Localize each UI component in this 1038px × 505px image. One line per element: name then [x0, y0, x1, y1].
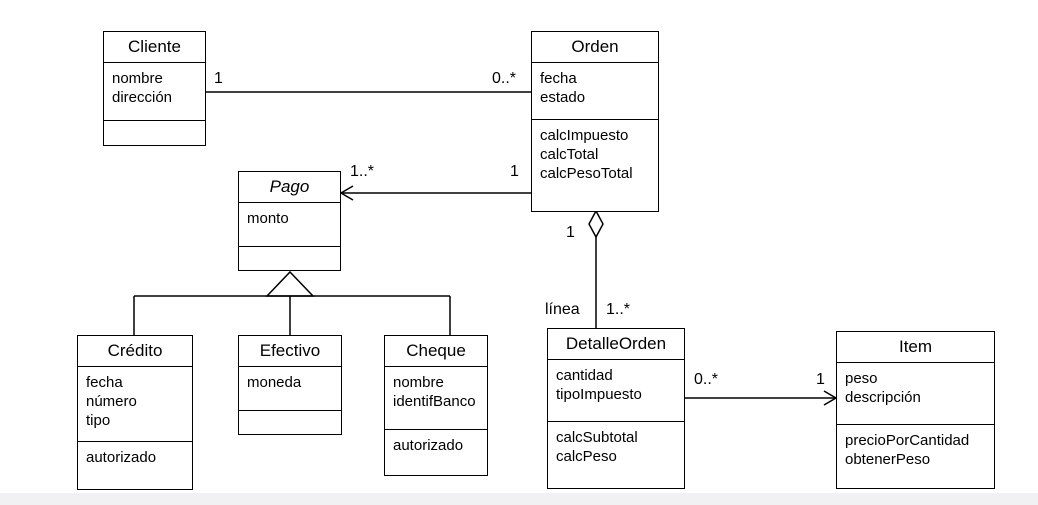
attribute: moneda: [247, 374, 302, 391]
operations-section: [239, 410, 341, 421]
multiplicity-detalle-to-item: 0..*: [694, 371, 719, 388]
multiplicity-orden-aggregate: 1: [566, 224, 575, 241]
arrowhead-pago: [339, 185, 354, 201]
class-pago: Pago monto: [238, 171, 341, 271]
class-title: Pago: [239, 172, 340, 203]
attribute: monto: [247, 210, 289, 227]
aggregation-diamond: [588, 209, 604, 239]
class-cliente: Cliente nombre dirección: [103, 31, 206, 146]
multiplicity-item: 1: [816, 371, 825, 388]
multiplicity-orden-to-pago: 1: [510, 163, 519, 180]
attribute: tipoImpuesto: [556, 386, 642, 403]
attribute: nombre: [393, 374, 444, 391]
operations-section: precioPorCantidad obtenerPeso: [837, 424, 994, 473]
operations-section: autorizado: [78, 441, 192, 471]
class-title: Cliente: [104, 32, 205, 63]
class-cheque: Cheque nombre identifBanco autorizado: [384, 335, 488, 476]
class-title: DetalleOrden: [548, 329, 684, 360]
attribute: cantidad: [556, 367, 613, 384]
class-title: Item: [837, 332, 994, 363]
multiplicity-pago: 1..*: [350, 163, 375, 180]
attribute: estado: [540, 89, 586, 106]
operations-section: calcImpuesto calcTotal calcPesoTotal: [532, 119, 658, 187]
operation: autorizado: [393, 437, 464, 454]
operations-section: [239, 246, 340, 257]
attribute: número: [86, 393, 137, 410]
multiplicity-detalle-from-orden: 1..*: [606, 301, 631, 318]
operations-section: [104, 120, 205, 131]
attributes-section: fecha estado: [532, 63, 658, 119]
class-title: Cheque: [385, 336, 487, 367]
attributes-section: nombre dirección: [104, 63, 205, 120]
multiplicity-orden-from-cliente: 0..*: [492, 70, 517, 87]
role-linea: línea: [545, 301, 580, 318]
attribute: tipo: [86, 412, 111, 429]
operation: calcSubtotal: [556, 429, 638, 446]
class-orden: Orden fecha estado calcImpuesto calcTota…: [531, 31, 659, 212]
operation: calcTotal: [540, 146, 599, 163]
attribute: identifBanco: [393, 393, 476, 410]
attributes-section: monto: [239, 203, 340, 246]
attributes-section: moneda: [239, 367, 341, 410]
operation: calcImpuesto: [540, 127, 629, 144]
attribute: nombre: [112, 70, 163, 87]
operation: calcPesoTotal: [540, 165, 633, 182]
operation: calcPeso: [556, 448, 617, 465]
operations-section: autorizado: [385, 429, 487, 459]
operation: obtenerPeso: [845, 451, 931, 468]
attributes-section: fecha número tipo: [78, 367, 192, 441]
attributes-section: cantidad tipoImpuesto: [548, 360, 684, 421]
attribute: fecha: [86, 374, 123, 391]
class-title: Efectivo: [239, 336, 341, 367]
class-efectivo: Efectivo moneda: [238, 335, 342, 435]
attribute: peso: [845, 370, 878, 387]
class-credito: Crédito fecha número tipo autorizado: [77, 335, 193, 490]
attribute: dirección: [112, 89, 173, 106]
class-title: Orden: [532, 32, 658, 63]
multiplicity-cliente: 1: [214, 70, 223, 87]
class-item: Item peso descripción precioPorCantidad …: [836, 331, 995, 489]
generalization-triangle: [265, 270, 315, 297]
class-detalleorden: DetalleOrden cantidad tipoImpuesto calcS…: [547, 328, 685, 489]
operation: autorizado: [86, 449, 157, 466]
attributes-section: peso descripción: [837, 363, 994, 424]
attribute: descripción: [845, 389, 921, 406]
attribute: fecha: [540, 70, 577, 87]
attributes-section: nombre identifBanco: [385, 367, 487, 429]
operations-section: calcSubtotal calcPeso: [548, 421, 684, 470]
bottom-strip: [0, 493, 1038, 505]
operation: precioPorCantidad: [845, 432, 970, 449]
class-title: Crédito: [78, 336, 192, 367]
